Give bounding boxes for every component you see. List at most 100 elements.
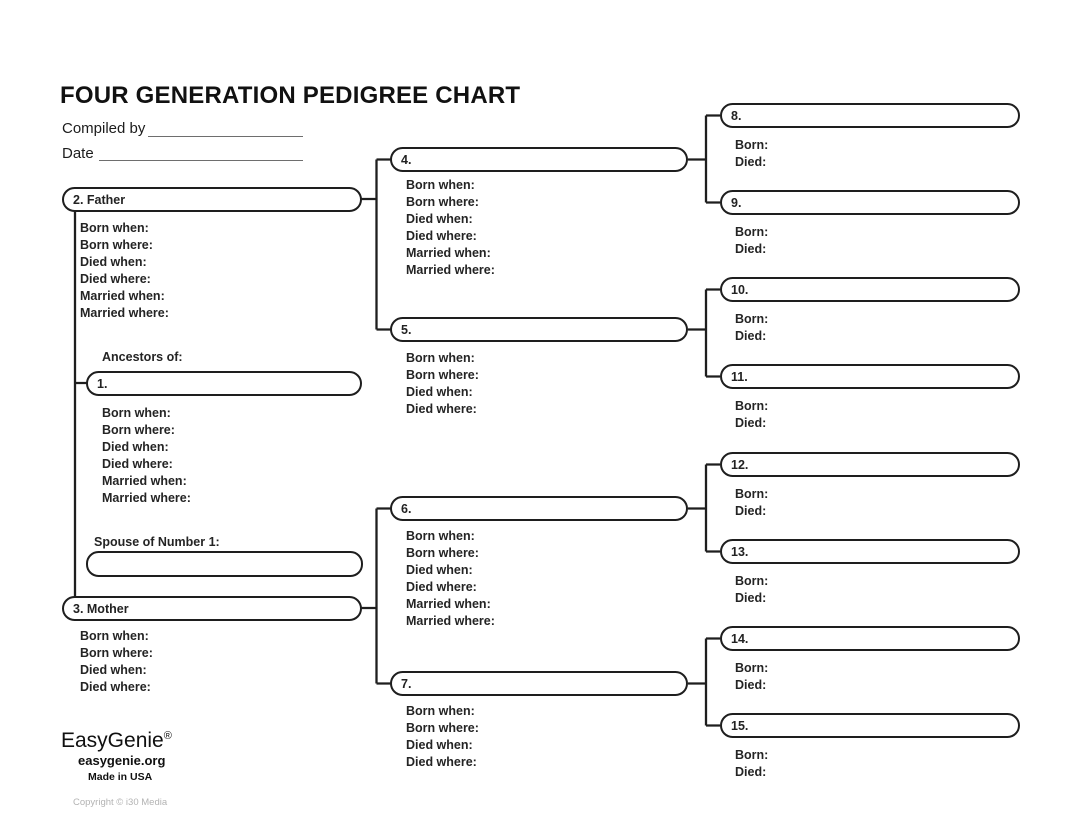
- field-stack-person-7: Born when: Born where: Died when: Died w…: [406, 703, 479, 771]
- field-label: Born where:: [406, 368, 479, 382]
- person-box-3-label: 3. Mother: [73, 601, 129, 616]
- field-label: Died when:: [406, 738, 473, 752]
- field-label: Born:: [735, 487, 769, 501]
- person-box-1[interactable]: 1.: [86, 371, 362, 396]
- person-box-6-label: 6.: [401, 501, 412, 516]
- field-label: Born where:: [102, 423, 175, 437]
- connector-box6-group: [688, 463, 720, 553]
- field-stack-person-12: Born: Died:: [735, 486, 768, 520]
- field-stack-person-14: Born: Died:: [735, 660, 768, 694]
- field-label: Born when:: [406, 529, 475, 543]
- field-label: Died:: [735, 329, 767, 343]
- field-label: Born:: [735, 748, 769, 762]
- field-label: Died when:: [406, 385, 473, 399]
- field-label: Married when:: [406, 246, 491, 260]
- field-label: Died where:: [406, 755, 477, 769]
- date-input-line[interactable]: [99, 160, 303, 161]
- person-box-11[interactable]: 11.: [720, 364, 1020, 389]
- field-label: Died where:: [102, 457, 173, 471]
- person-box-2-father[interactable]: 2. Father: [62, 187, 362, 212]
- brand-logo: EasyGenie®: [61, 729, 172, 753]
- ancestors-of-label: Ancestors of:: [102, 350, 183, 364]
- compiled-by-input-line[interactable]: [148, 136, 303, 137]
- copyright-notice: Copyright © i30 Media: [73, 797, 168, 808]
- person-box-4-label: 4.: [401, 152, 412, 167]
- person-box-7[interactable]: 7.: [390, 671, 688, 696]
- person-box-12-label: 12.: [731, 457, 749, 472]
- field-label: Died when:: [102, 440, 169, 454]
- person-box-8-label: 8.: [731, 108, 742, 123]
- field-label: Died:: [735, 416, 767, 430]
- person-box-14-label: 14.: [731, 631, 749, 646]
- page-title: FOUR GENERATION PEDIGREE CHART: [60, 82, 521, 109]
- person-box-12[interactable]: 12.: [720, 452, 1020, 477]
- field-label: Married where:: [406, 263, 495, 277]
- person-box-15-label: 15.: [731, 718, 749, 733]
- person-box-5[interactable]: 5.: [390, 317, 688, 342]
- field-label: Married where:: [80, 306, 169, 320]
- field-label: Born:: [735, 138, 769, 152]
- field-label: Born when:: [80, 221, 149, 235]
- field-label: Died where:: [80, 680, 151, 694]
- field-stack-person-6: Born when: Born where: Died when: Died w…: [406, 528, 495, 630]
- field-label: Born when:: [406, 178, 475, 192]
- field-label: Born:: [735, 661, 769, 675]
- connector-father-group: [360, 158, 392, 331]
- person-box-5-label: 5.: [401, 322, 412, 337]
- field-label: Born where:: [406, 195, 479, 209]
- field-label: Died where:: [406, 402, 477, 416]
- person-box-10[interactable]: 10.: [720, 277, 1020, 302]
- field-label: Married when:: [80, 289, 165, 303]
- field-label: Died:: [735, 242, 767, 256]
- field-label: Born:: [735, 574, 769, 588]
- spouse-name-box[interactable]: [86, 551, 363, 577]
- field-label: Died:: [735, 504, 767, 518]
- brand-name: EasyGenie: [61, 729, 164, 752]
- field-label: Born:: [735, 225, 769, 239]
- field-label: Born:: [735, 312, 769, 326]
- person-box-4[interactable]: 4.: [390, 147, 688, 172]
- field-label: Born where:: [80, 238, 153, 252]
- person-box-14[interactable]: 14.: [720, 626, 1020, 651]
- field-label: Died where:: [80, 272, 151, 286]
- person-box-13[interactable]: 13.: [720, 539, 1020, 564]
- registered-trademark-icon: ®: [163, 730, 172, 742]
- field-label: Died:: [735, 678, 767, 692]
- person-box-3-mother[interactable]: 3. Mother: [62, 596, 362, 621]
- spouse-of-number-1-label: Spouse of Number 1:: [94, 535, 220, 549]
- person-box-2-label: 2. Father: [73, 192, 126, 207]
- field-label: Died:: [735, 155, 767, 169]
- field-stack-person-13: Born: Died:: [735, 573, 768, 607]
- field-label: Born when:: [80, 629, 149, 643]
- person-box-1-label: 1.: [97, 376, 108, 391]
- field-label: Died when:: [80, 255, 147, 269]
- field-label: Born where:: [406, 721, 479, 735]
- connector-parents-to-child: [73, 209, 88, 598]
- compiled-by-label: Compiled by: [62, 120, 146, 137]
- field-stack-person-15: Born: Died:: [735, 747, 768, 781]
- field-stack-person-5: Born when: Born where: Died when: Died w…: [406, 350, 479, 418]
- connector-box7-group: [688, 637, 720, 727]
- field-label: Born where:: [406, 546, 479, 560]
- field-stack-person-11: Born: Died:: [735, 398, 768, 432]
- field-stack-person-4: Born when: Born where: Died when: Died w…: [406, 177, 495, 279]
- person-box-6[interactable]: 6.: [390, 496, 688, 521]
- person-box-9-label: 9.: [731, 195, 742, 210]
- field-label: Died:: [735, 591, 767, 605]
- field-label: Born where:: [80, 646, 153, 660]
- field-stack-person-9: Born: Died:: [735, 224, 768, 258]
- date-label: Date: [62, 145, 94, 162]
- person-box-7-label: 7.: [401, 676, 412, 691]
- brand-website: easygenie.org: [78, 753, 166, 768]
- field-label: Married when:: [406, 597, 491, 611]
- person-box-9[interactable]: 9.: [720, 190, 1020, 215]
- field-label: Born when:: [406, 704, 475, 718]
- field-label: Married where:: [102, 491, 191, 505]
- person-box-8[interactable]: 8.: [720, 103, 1020, 128]
- person-box-15[interactable]: 15.: [720, 713, 1020, 738]
- field-stack-person-8: Born: Died:: [735, 137, 768, 171]
- field-label: Died when:: [406, 563, 473, 577]
- field-label: Born:: [735, 399, 769, 413]
- field-stack-person-3: Born when: Born where: Died when: Died w…: [80, 628, 153, 696]
